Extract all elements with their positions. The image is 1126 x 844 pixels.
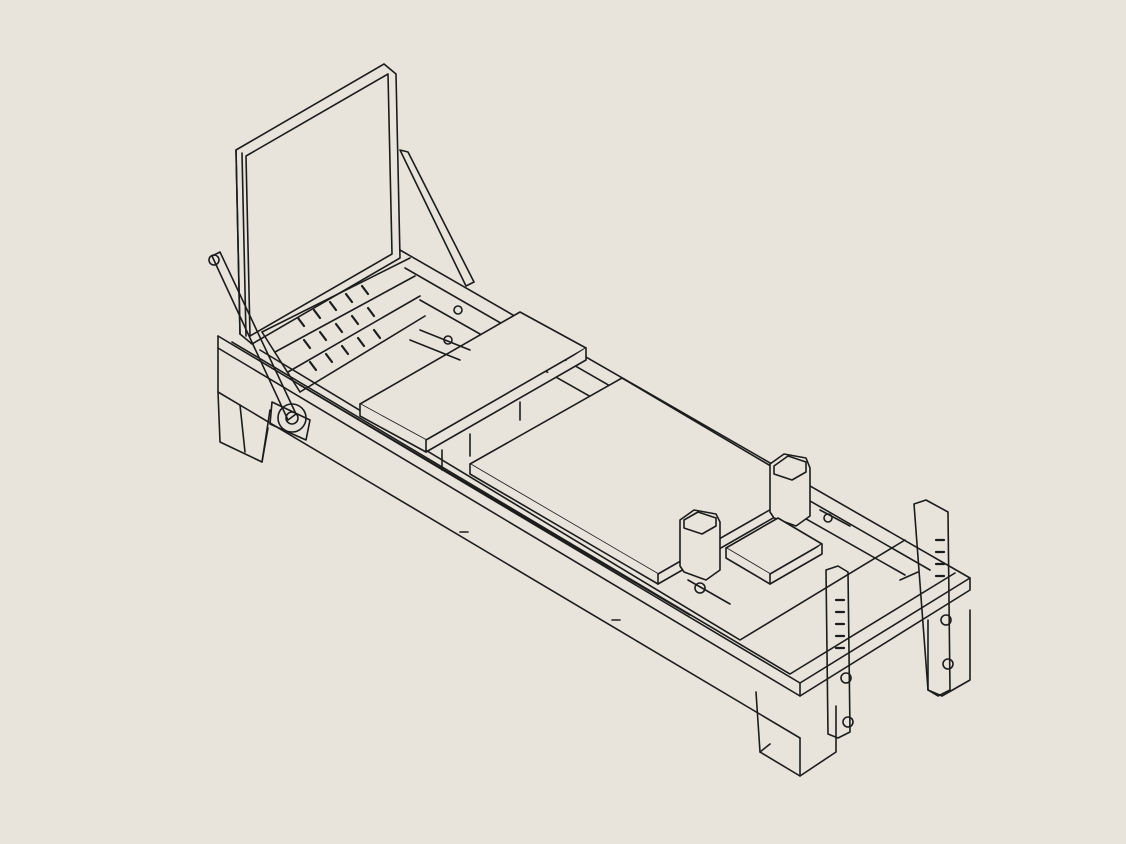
footbar-posts [825,499,954,739]
springs-and-hardware [409,305,919,621]
side-arm [208,251,311,441]
gear-rack [261,257,426,393]
shoulder-rests [679,453,811,581]
headrest-pad [725,517,823,585]
headrest-box [235,63,475,345]
short-box-seat [359,311,587,471]
reformer-legs [217,391,971,777]
